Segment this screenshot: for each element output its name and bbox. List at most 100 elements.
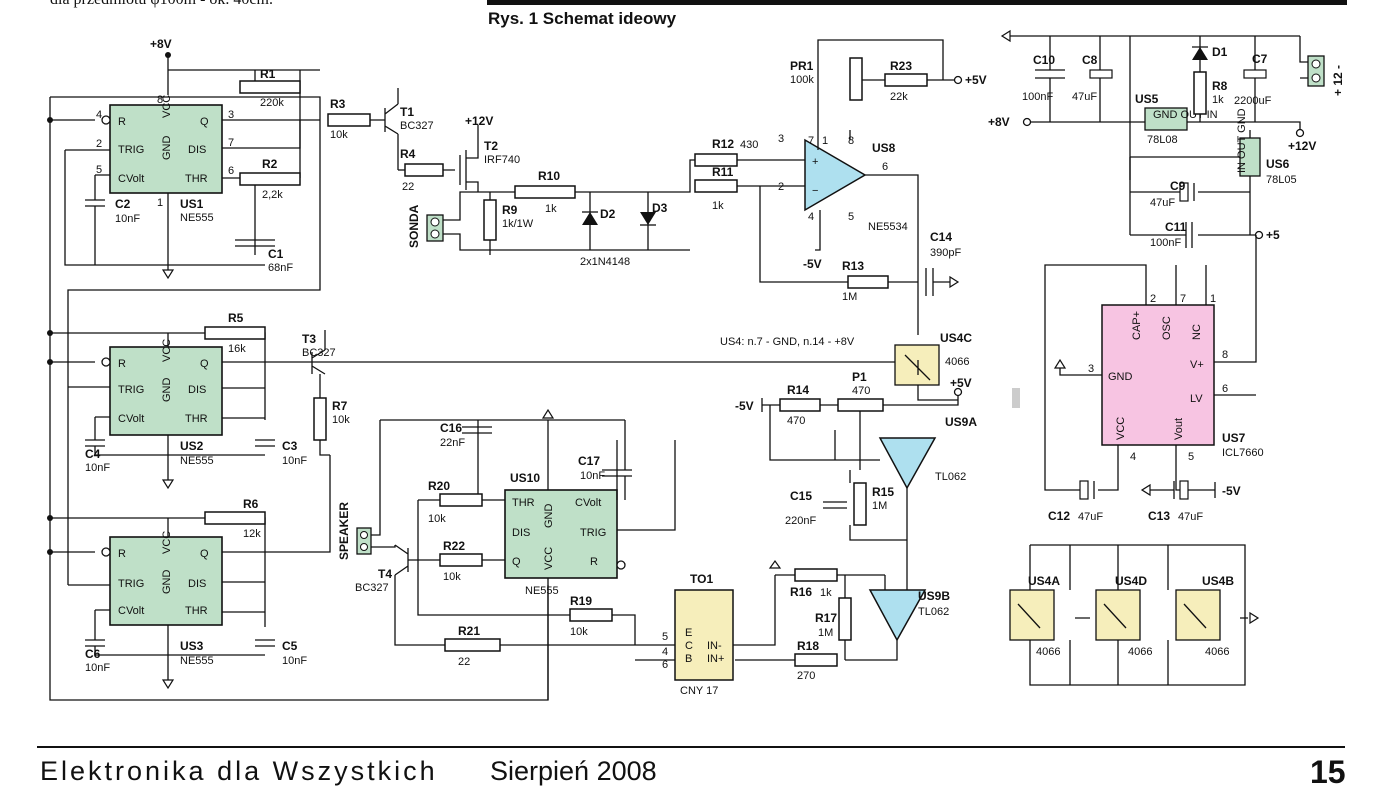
r16 (794, 568, 838, 582)
svg-text:R11: R11 (712, 165, 734, 179)
svg-text:NE555: NE555 (180, 655, 214, 667)
c7 (1243, 69, 1267, 79)
svg-text:NE5534: NE5534 (868, 221, 908, 233)
svg-text:DIS: DIS (188, 578, 206, 590)
svg-text:GND: GND (1108, 371, 1133, 383)
us4c-switch (894, 344, 940, 386)
svg-text:US6: US6 (1266, 157, 1290, 171)
d3 (640, 212, 656, 225)
svg-text:DIS: DIS (188, 384, 206, 396)
svg-text:4066: 4066 (1036, 646, 1060, 658)
svg-text:CVolt: CVolt (118, 605, 144, 617)
c17 (602, 469, 632, 477)
svg-text:4066: 4066 (945, 356, 969, 368)
page-number: 15 (1310, 754, 1346, 790)
us7-chip (1101, 304, 1215, 446)
svg-text:Q: Q (512, 556, 521, 568)
c10 (1035, 69, 1065, 79)
svg-text:430: 430 (740, 139, 758, 151)
svg-text:US9B: US9B (918, 589, 950, 603)
svg-text:C1: C1 (268, 247, 284, 261)
svg-text:1k: 1k (545, 203, 557, 215)
svg-text:10nF: 10nF (115, 213, 140, 225)
to1-optocoupler (674, 589, 734, 681)
svg-text:R18: R18 (797, 639, 819, 653)
svg-text:10k: 10k (332, 414, 350, 426)
svg-text:220k: 220k (260, 97, 284, 109)
svg-text:R: R (118, 116, 126, 128)
svg-text:R: R (118, 548, 126, 560)
svg-text:47uF: 47uF (1150, 197, 1175, 209)
svg-text:OSC: OSC (1161, 316, 1173, 340)
d1-led (1192, 47, 1208, 60)
svg-text:US8: US8 (872, 141, 896, 155)
svg-text:IN+: IN+ (707, 653, 724, 665)
c9 (1179, 182, 1189, 202)
svg-text:1M: 1M (842, 291, 857, 303)
top-rule (487, 0, 1347, 5)
svg-text:68nF: 68nF (268, 262, 293, 274)
svg-text:TRIG: TRIG (118, 384, 144, 396)
svg-text:+8V: +8V (988, 115, 1010, 129)
svg-text:US5: US5 (1135, 92, 1159, 106)
svg-text:4066: 4066 (1205, 646, 1229, 658)
svg-text:100nF: 100nF (1150, 237, 1181, 249)
svg-text:CAP+: CAP+ (1131, 311, 1143, 340)
svg-text:R23: R23 (890, 59, 912, 73)
svg-text:6: 6 (882, 161, 888, 173)
r20 (439, 493, 483, 507)
svg-text:4: 4 (808, 211, 814, 223)
svg-text:R20: R20 (428, 479, 450, 493)
svg-text:10nF: 10nF (580, 470, 605, 482)
svg-text:US9A: US9A (945, 415, 977, 429)
svg-text:-5V: -5V (1222, 484, 1241, 498)
svg-text:4: 4 (96, 109, 102, 121)
svg-text:220nF: 220nF (785, 515, 816, 527)
svg-text:CVolt: CVolt (118, 173, 144, 185)
footer-date: Sierpień 2008 (490, 756, 657, 786)
us3-chip (109, 536, 223, 626)
svg-text:NC: NC (1191, 324, 1203, 340)
svg-text:GND OUT IN: GND OUT IN (1153, 109, 1218, 121)
r2 (239, 172, 301, 186)
us9b-opamp (868, 589, 927, 642)
c2 (85, 199, 105, 207)
svg-text:470: 470 (787, 415, 805, 427)
c16 (462, 426, 492, 434)
svg-text:R21: R21 (458, 624, 480, 638)
r17 (838, 597, 852, 641)
svg-text:+5V: +5V (965, 73, 987, 87)
svg-text:R16: R16 (790, 585, 812, 599)
svg-text:6: 6 (1222, 383, 1228, 395)
us4-note: US4: n.7 - GND, n.14 - +8V (720, 336, 855, 348)
svg-text:C15: C15 (790, 489, 812, 503)
svg-text:T2: T2 (484, 139, 498, 153)
svg-text:R5: R5 (228, 311, 244, 325)
svg-text:PR1: PR1 (790, 59, 814, 73)
p1 (837, 398, 884, 412)
svg-text:CVolt: CVolt (575, 497, 601, 509)
svg-text:THR: THR (185, 173, 208, 185)
r21 (444, 638, 501, 652)
wire-loop2 (50, 96, 321, 585)
c1 (235, 239, 275, 247)
svg-text:TL062: TL062 (935, 471, 966, 483)
svg-text:C12: C12 (1048, 509, 1070, 523)
svg-text:BC327: BC327 (400, 120, 434, 132)
svg-text:TRIG: TRIG (118, 578, 144, 590)
preceding-text: dla przedmiotu φ100m - ok. 40cm. (50, 0, 273, 9)
svg-text:Vout: Vout (1173, 418, 1185, 440)
svg-text:THR: THR (185, 605, 208, 617)
svg-text:IRF740: IRF740 (484, 154, 520, 166)
svg-text:C: C (685, 640, 693, 652)
footer-rule (37, 746, 1345, 748)
svg-text:GND: GND (543, 504, 555, 529)
svg-text:12k: 12k (243, 528, 261, 540)
svg-text:TO1: TO1 (690, 572, 713, 586)
svg-text:R12: R12 (712, 137, 734, 151)
svg-text:390pF: 390pF (930, 247, 961, 259)
svg-text:+12V: +12V (1288, 139, 1316, 153)
us3-label: US3 (180, 639, 204, 653)
t3 (311, 330, 326, 375)
